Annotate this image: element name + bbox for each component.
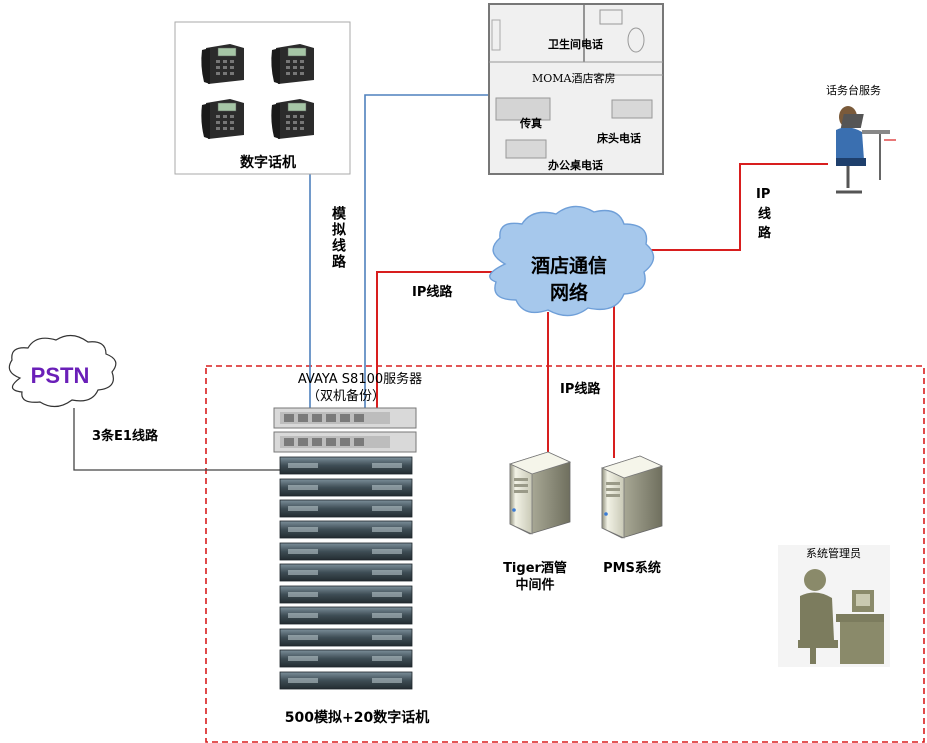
- desk-phone-label: 办公桌电话: [548, 158, 603, 172]
- pms-server-icon: [601, 455, 663, 539]
- admin-label: 系统管理员: [806, 546, 861, 560]
- desk-phone-icon: [200, 98, 245, 140]
- operator-ip-connector: [646, 163, 828, 251]
- hotel-network-cloud: [489, 205, 655, 317]
- pstn-label: PSTN: [31, 363, 90, 388]
- operator-label: 话务台服务: [826, 83, 881, 97]
- gateway-label: 500模拟+20数字话机: [285, 709, 429, 726]
- bedside-phone-label: 床头电话: [597, 131, 641, 145]
- equipment-room-boundary: [205, 365, 925, 743]
- room-line-connector: [364, 94, 488, 412]
- desk-phone-icon: [200, 43, 245, 85]
- tiger-label-line1: Tiger酒管: [503, 560, 567, 576]
- operator-icon: [836, 106, 896, 194]
- server-label-line1: AVAYA S8100服务器: [298, 371, 422, 387]
- server-label-line2: （双机备份）: [307, 388, 385, 404]
- room-title-label: MOMA酒店客房: [532, 71, 616, 85]
- ip-line-label-right-b: 线: [758, 206, 771, 222]
- bathroom-phone-label: 卫生间电话: [548, 37, 603, 51]
- e1-connector: [73, 408, 280, 471]
- admin-icon: [778, 545, 890, 667]
- digital-phones-label: 数字话机: [240, 154, 296, 171]
- pms-label: PMS系统: [603, 560, 661, 576]
- analog-line-label: 模拟线路: [330, 206, 346, 270]
- e1-label: 3条E1线路: [92, 428, 159, 444]
- digital-phones-box: [174, 21, 351, 175]
- server-ip-connector: [376, 271, 492, 412]
- ip-line-label-left: IP线路: [412, 284, 453, 300]
- ip-line-label-right-a: IP: [756, 187, 770, 202]
- network-label-line2: 网络: [550, 281, 588, 304]
- avaya-server-pair: [273, 407, 417, 453]
- tiger-server-icon: [509, 451, 571, 535]
- hotel-room-floorplan: [488, 3, 664, 175]
- desk-phone-icon: [270, 43, 315, 85]
- desk-phone-icon: [270, 98, 315, 140]
- media-gateway-stack: [279, 456, 413, 690]
- network-label-line1: 酒店通信: [531, 254, 607, 277]
- ip-line-label-right-c: 路: [758, 225, 772, 241]
- pstn-cloud: [8, 334, 117, 408]
- fax-label: 传真: [519, 116, 542, 130]
- tiger-label-line2: 中间件: [515, 577, 554, 593]
- ip-line-label-vertical: IP线路: [560, 381, 601, 397]
